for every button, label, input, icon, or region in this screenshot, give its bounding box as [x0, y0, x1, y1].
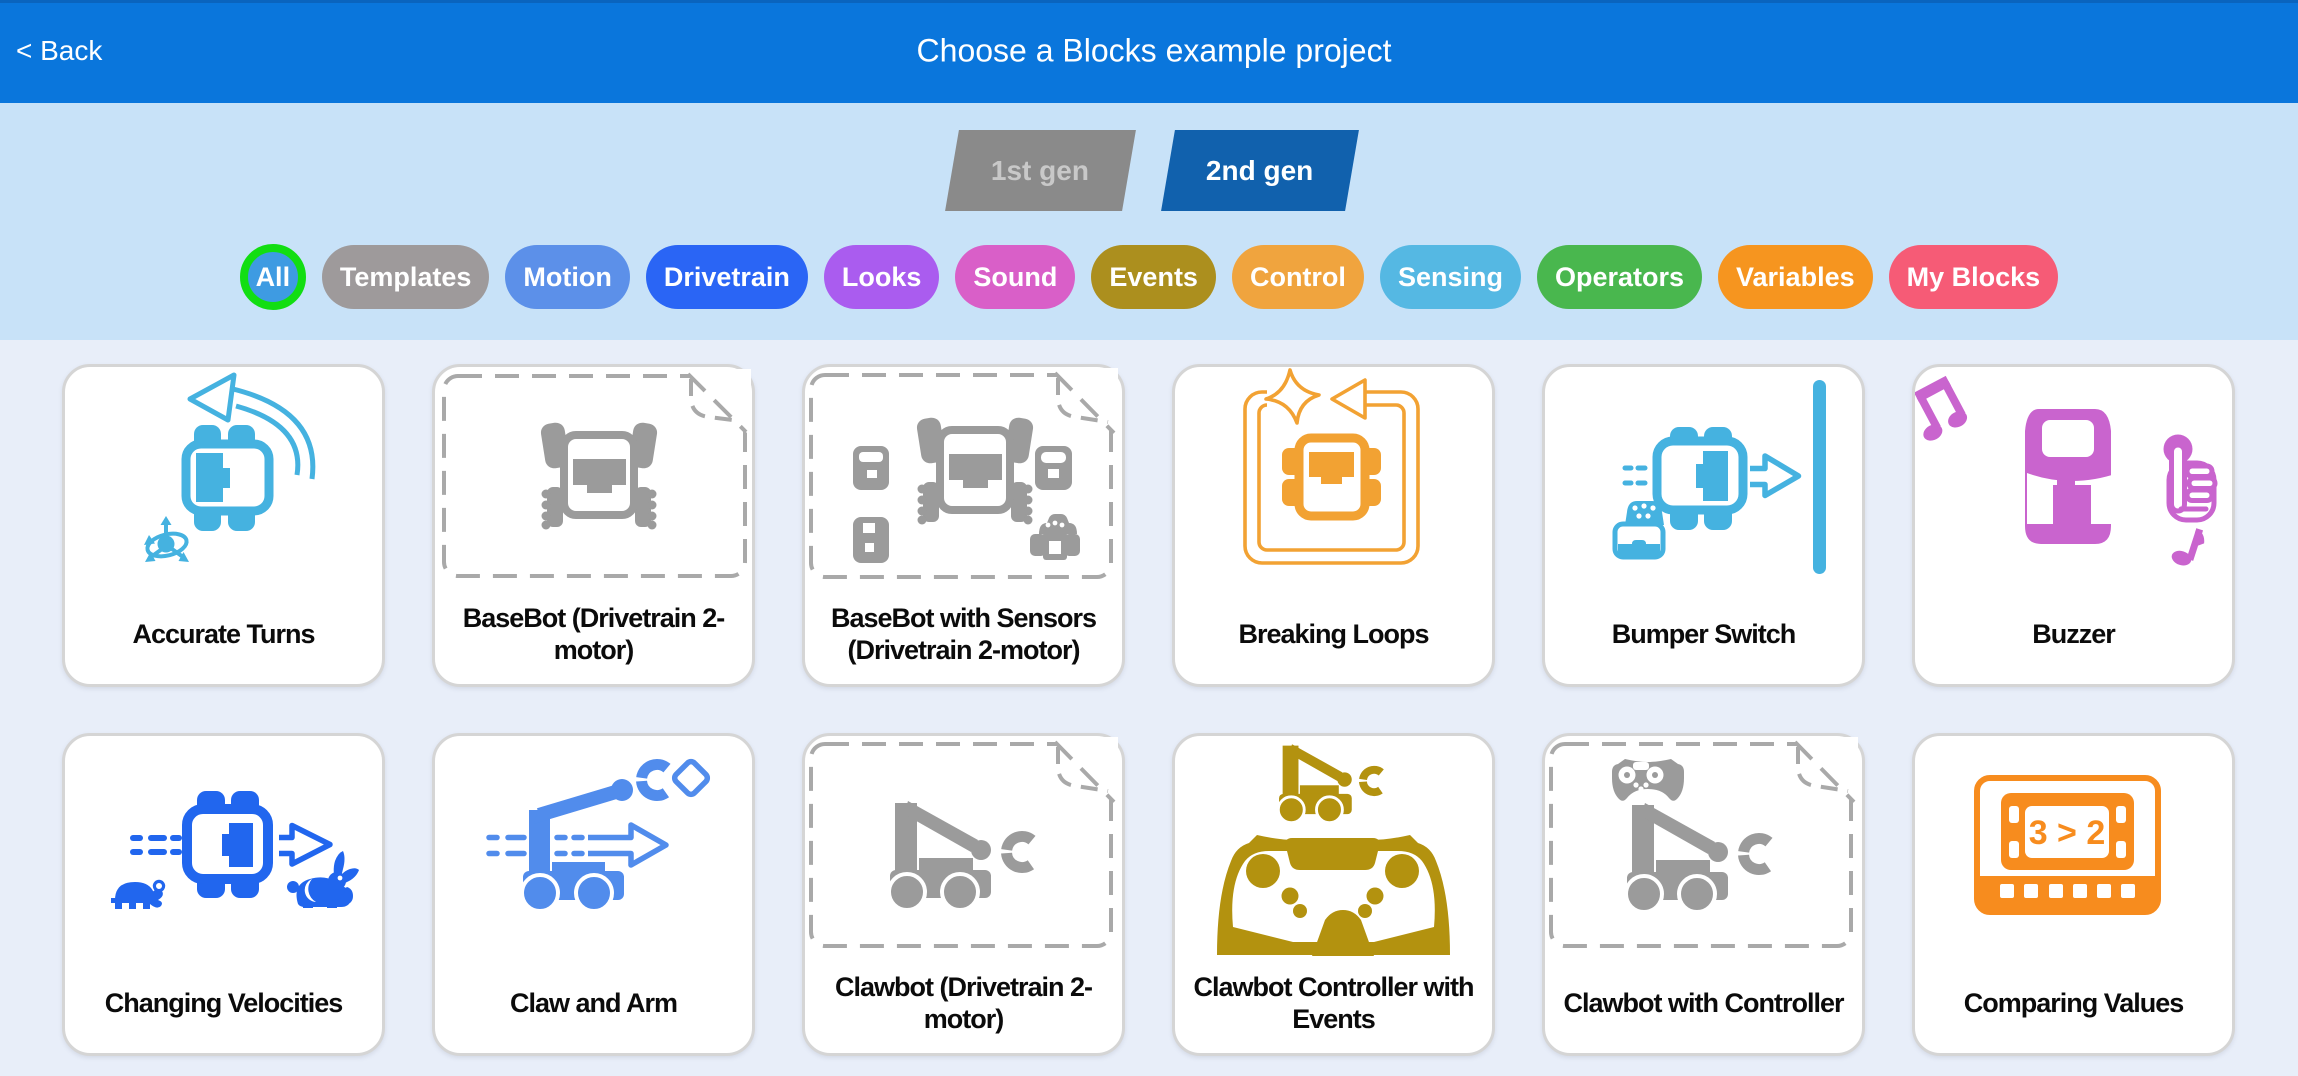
svg-text:3 > 2: 3 > 2	[2029, 814, 2106, 852]
